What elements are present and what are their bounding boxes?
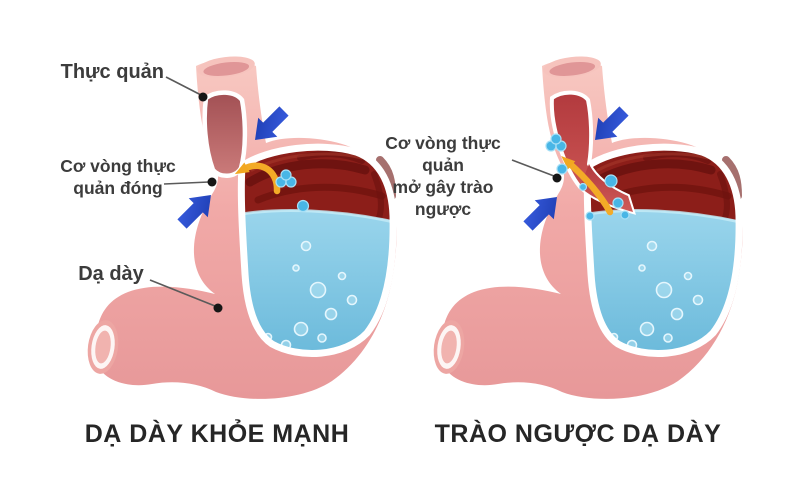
pointer-dot — [213, 303, 223, 313]
healthy-stomach-figure — [84, 54, 400, 399]
reflux-arrow-icon — [561, 155, 614, 216]
pointer-dot — [207, 177, 217, 187]
esophagus-interior — [202, 90, 248, 178]
acid-droplets — [275, 169, 310, 213]
pointer-dot — [198, 92, 208, 102]
reflux-stomach-figure — [430, 54, 746, 399]
caption-reflux-stomach: TRÀO NGƯỢC DẠ DÀY — [434, 420, 722, 448]
pointer-line — [163, 181, 210, 185]
pointer-line — [511, 159, 555, 177]
pointer-line — [149, 279, 216, 307]
acid-droplets — [545, 133, 630, 221]
label-stomach: Dạ dày — [78, 263, 144, 285]
pointer-line — [165, 76, 202, 96]
pointer-dots — [198, 92, 562, 313]
acid-contained-arrow-icon — [234, 162, 281, 195]
caption-healthy-stomach: DẠ DÀY KHỎE MẠNH — [84, 420, 350, 448]
label-sphincter-closed: Cơ vòng thực quản đóng — [60, 156, 176, 198]
pointer-lines — [149, 76, 555, 307]
pointer-dot — [552, 173, 562, 183]
label-sphincter-open: Cơ vòng thực quản mở gây trào ngược — [385, 133, 501, 219]
label-esophagus: Thực quản — [60, 61, 164, 83]
